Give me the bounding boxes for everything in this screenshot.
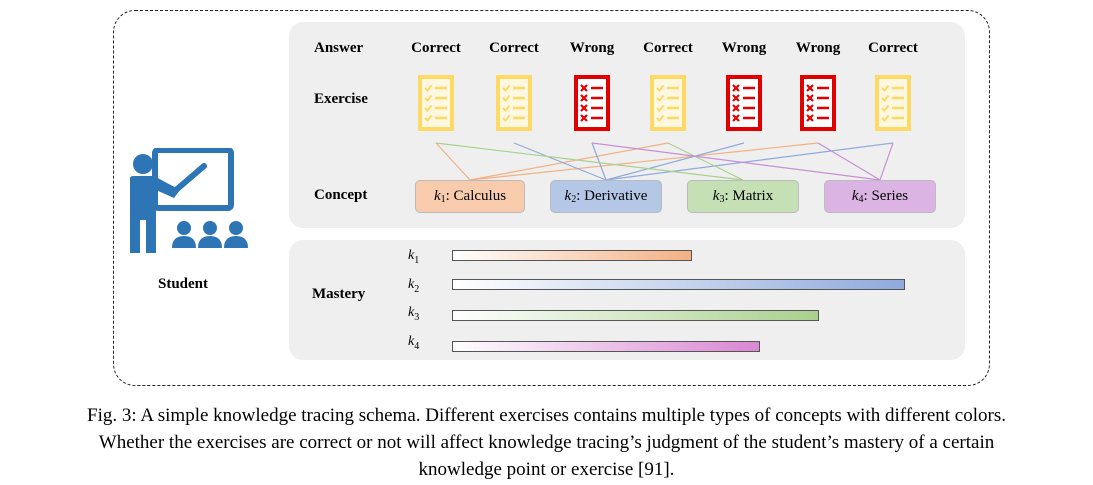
answer-label: Wrong bbox=[721, 40, 767, 56]
concept-symbol: k bbox=[712, 188, 720, 204]
answer-label: Wrong bbox=[569, 40, 615, 56]
concept-symbol: k bbox=[433, 188, 441, 204]
concept-symbol: k bbox=[564, 188, 572, 204]
concept-subscript: 4 bbox=[858, 194, 864, 205]
concept-exercise-link bbox=[605, 142, 894, 181]
answer-row-label: Answer bbox=[314, 40, 364, 56]
concept-subscript: 3 bbox=[719, 194, 725, 205]
correct-exercise-icon bbox=[496, 75, 532, 131]
concept-exercise-link bbox=[591, 142, 881, 181]
caption-line: Fig. 3: A simple knowledge tracing schem… bbox=[87, 405, 1006, 426]
concept-name: : Derivative bbox=[576, 188, 648, 204]
concept-exercise-link bbox=[435, 142, 471, 181]
mastery-k3-label: k3 bbox=[408, 305, 419, 323]
concept-exercise-link bbox=[435, 142, 744, 181]
diagram-frame bbox=[113, 10, 990, 386]
mastery-k1-label: k1 bbox=[408, 248, 419, 266]
concept-subscript: 1 bbox=[440, 194, 446, 205]
mastery-row-label: Mastery bbox=[312, 286, 366, 302]
concept-exercise-link bbox=[469, 142, 669, 181]
answer-label: Correct bbox=[643, 40, 693, 56]
correct-exercise-icon bbox=[650, 75, 686, 131]
wrong-exercise-icon bbox=[574, 75, 610, 131]
wrong-exercise-icon bbox=[726, 75, 762, 131]
answer-label: Correct bbox=[411, 40, 461, 56]
answer-label: Correct bbox=[489, 40, 539, 56]
wrong-exercise-icon bbox=[800, 75, 836, 131]
caption-line: knowledge point or exercise [91]. bbox=[418, 459, 675, 480]
k-subscript: 3 bbox=[414, 311, 420, 323]
concept-row-label: Concept bbox=[314, 187, 368, 203]
mastery-bar-k2 bbox=[452, 279, 905, 290]
figure-caption: Fig. 3: A simple knowledge tracing schem… bbox=[0, 402, 1093, 483]
concept-name: : Calculus bbox=[445, 188, 507, 204]
k-subscript: 4 bbox=[414, 340, 420, 352]
mastery-k4-label: k4 bbox=[408, 334, 419, 352]
concept-exercise-link bbox=[879, 142, 894, 181]
concept-subscript: 2 bbox=[571, 194, 577, 205]
teacher-student-icon bbox=[130, 148, 248, 253]
concept-exercise-link bbox=[667, 142, 744, 181]
mastery-k2-label: k2 bbox=[408, 277, 419, 295]
caption-line: Whether the exercises are correct or not… bbox=[98, 432, 995, 453]
concept-exercise-link bbox=[513, 142, 607, 181]
answer-label: Wrong bbox=[795, 40, 841, 56]
concept-exercise-link bbox=[817, 142, 881, 181]
mastery-bar-k1 bbox=[452, 250, 692, 261]
concept-exercise-link bbox=[591, 142, 607, 181]
k-symbol: k bbox=[408, 277, 415, 292]
concept-symbol: k bbox=[851, 188, 859, 204]
correct-exercise-icon bbox=[418, 75, 454, 131]
mastery-bar-k3 bbox=[452, 310, 819, 321]
concept-exercise-link bbox=[605, 142, 745, 181]
k-subscript: 1 bbox=[414, 254, 420, 266]
k-symbol: k bbox=[408, 248, 415, 263]
answer-label: Correct bbox=[868, 40, 918, 56]
concept-name: : Matrix bbox=[724, 188, 774, 204]
correct-exercise-icon bbox=[875, 75, 911, 131]
k-symbol: k bbox=[408, 334, 415, 349]
mastery-bar-k4 bbox=[452, 341, 760, 352]
k-subscript: 2 bbox=[414, 283, 420, 295]
student-label: Student bbox=[158, 276, 209, 292]
concept-name: : Series bbox=[863, 188, 909, 204]
k-symbol: k bbox=[408, 305, 415, 320]
concept-exercise-link bbox=[469, 142, 819, 181]
exercise-row-label: Exercise bbox=[314, 91, 368, 107]
